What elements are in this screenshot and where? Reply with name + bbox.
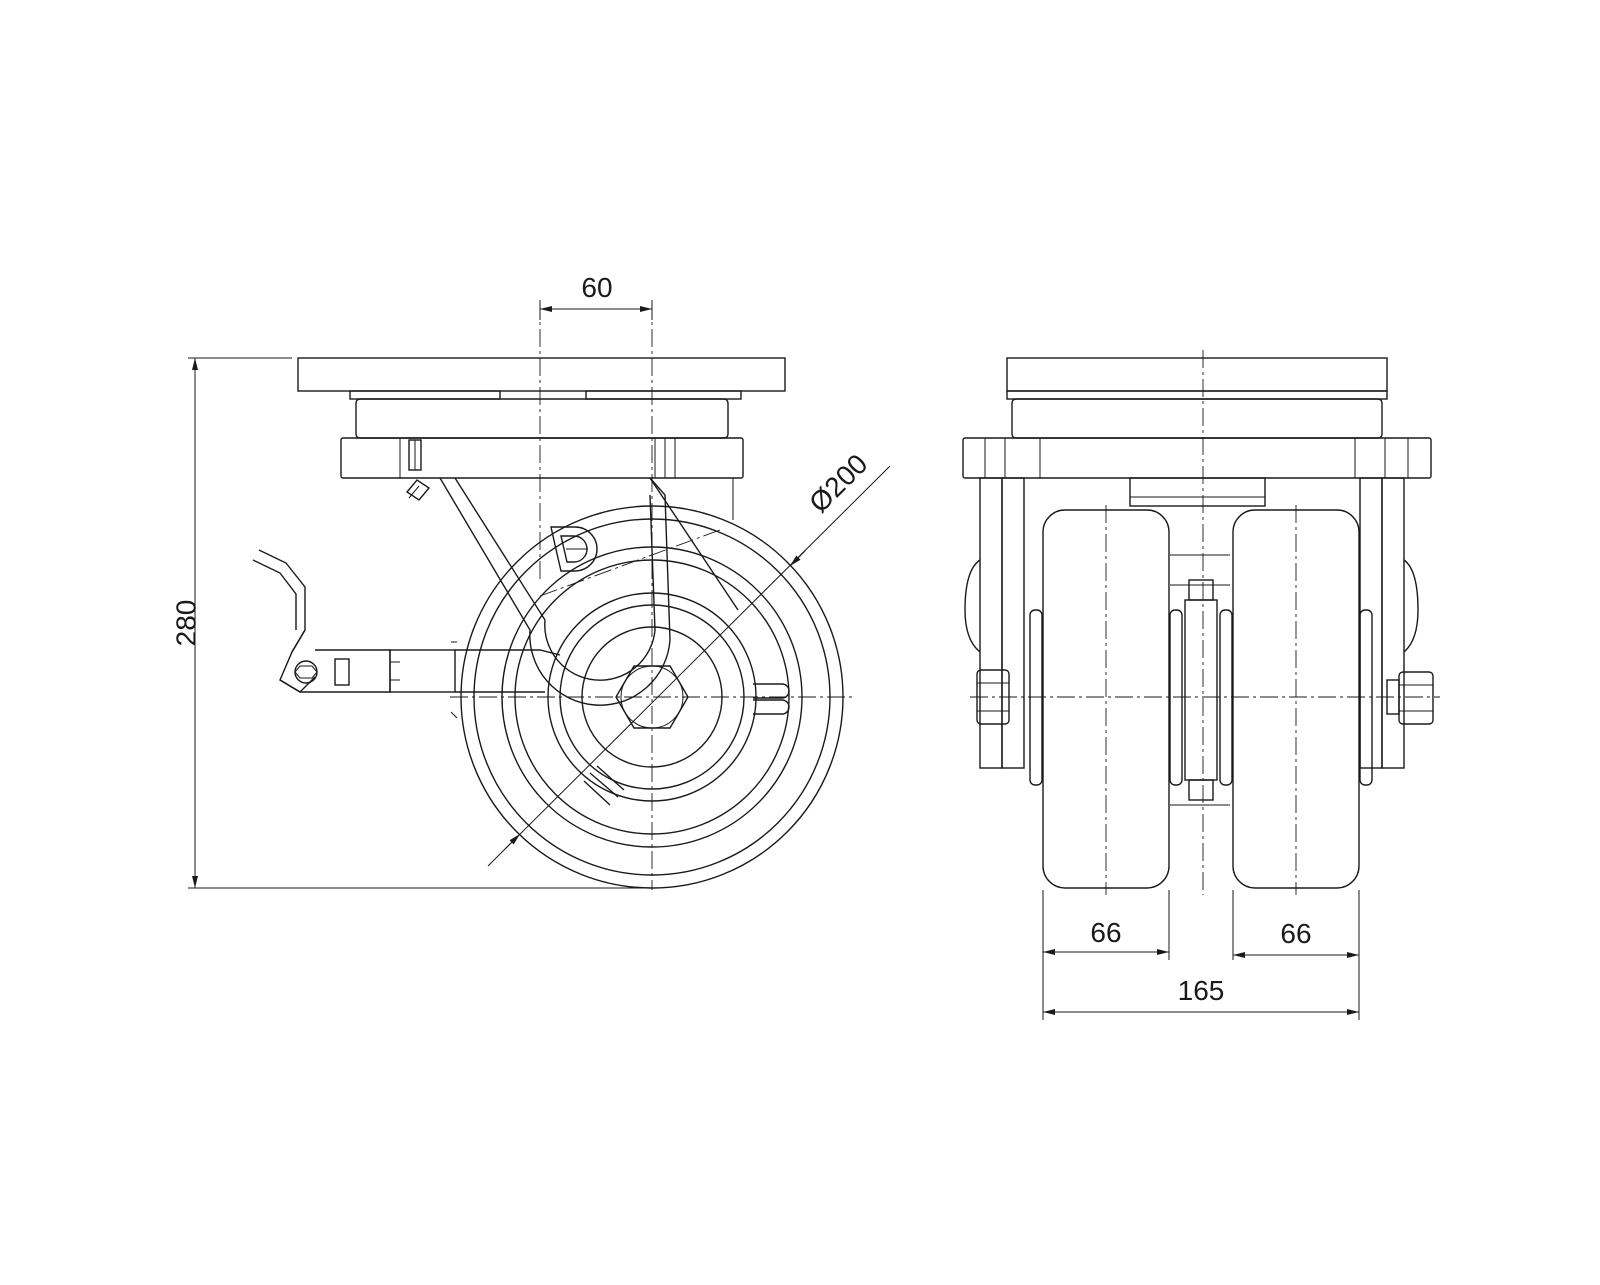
top-plate — [297, 357, 786, 392]
grease-nipple — [405, 439, 431, 501]
front-top-plate — [1006, 357, 1388, 392]
side-view: 60 280 Ø200 — [170, 272, 891, 890]
dimension-diameter: Ø200 — [487, 448, 891, 867]
dimension-offset: 60 — [539, 272, 653, 320]
front-center-hub — [1170, 554, 1230, 806]
front-fork-legs — [964, 477, 1419, 769]
axle-hex-nut — [615, 665, 689, 729]
dimension-height-label: 280 — [170, 600, 201, 647]
dimension-wheel-width-right-label: 66 — [1280, 918, 1311, 949]
brake-lever[interactable] — [252, 549, 561, 719]
dimension-wheel-width-left-label: 66 — [1090, 917, 1121, 948]
dimension-wheel-width-left: 66 — [1042, 890, 1170, 960]
dimension-diameter-label: Ø200 — [803, 448, 873, 518]
dimension-overall-width-label: 165 — [1178, 975, 1225, 1006]
front-bearing-ring — [1011, 398, 1383, 439]
lower-flange — [340, 437, 744, 479]
front-view: 66 66 165 — [962, 350, 1440, 1020]
top-plate-shim-right — [585, 390, 742, 400]
brand-logo-icon — [550, 526, 598, 572]
dimension-offset-label: 60 — [581, 272, 612, 303]
fork-arm — [439, 477, 739, 706]
top-plate-shim-left — [349, 390, 501, 400]
lever-bolt-icon — [294, 660, 318, 684]
bearing-ring — [355, 398, 729, 439]
dimension-height: 280 — [170, 357, 652, 889]
dimension-overall-width: 165 — [1042, 960, 1359, 1020]
front-flange — [962, 437, 1432, 479]
wheel-fins — [583, 683, 790, 806]
dimension-wheel-width-right: 66 — [1232, 890, 1360, 1020]
